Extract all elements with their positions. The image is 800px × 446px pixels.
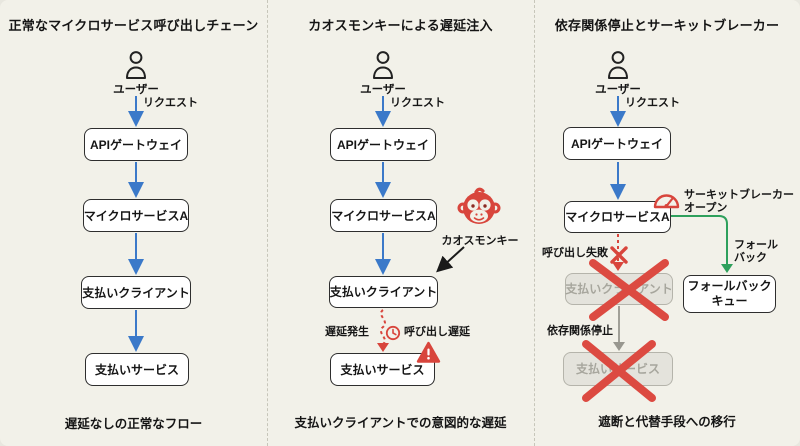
failed-call-arrow (610, 234, 628, 271)
fallback-label-line2: バック (734, 251, 767, 264)
request-label: リクエスト (625, 97, 680, 109)
chaos-attack-arrow (436, 246, 465, 273)
node-payment-service: 支払いサービス (85, 353, 189, 386)
user-icon (608, 51, 628, 79)
node-microservice-a: マイクロサービスA (564, 201, 671, 233)
fallback-queue-line1: フォールバック (687, 279, 772, 293)
panel3-caption: 遮断と代替手段への移行 (598, 415, 736, 429)
panel-divider (267, 0, 268, 446)
delay-occurs-label: 遅延発生 (325, 326, 369, 338)
node-payment-service-disabled: 支払いサービス (563, 352, 673, 386)
panel2-caption: 支払いクライアントでの意図的な遅延 (294, 416, 507, 430)
node-microservice-a: マイクロサービスA (83, 199, 189, 232)
node-api-gateway: APIゲートウェイ (330, 128, 436, 161)
clock-icon (385, 325, 401, 341)
dependency-stop-label: 依存関係停止 (547, 325, 613, 337)
node-api-gateway: APIゲートウェイ (84, 128, 188, 161)
request-label: リクエスト (390, 97, 445, 109)
call-fail-label: 呼び出し失敗 (542, 247, 608, 259)
fallback-arrow (671, 215, 733, 273)
user-icon (126, 51, 146, 79)
circuit-breaker-label-line1: サーキットブレーカー (684, 189, 794, 201)
user-label: ユーザー (113, 84, 159, 96)
chaos-monkey-label: カオスモンキー (441, 235, 519, 247)
user-icon (373, 51, 393, 79)
panel1-title: 正常なマイクロサービス呼び出しチェーン (8, 18, 259, 33)
circuit-breaker-label-line2: オープン (684, 201, 728, 214)
chaos-monkey-icon (457, 187, 501, 224)
small-x-icon (610, 246, 628, 264)
panel-divider (534, 0, 535, 446)
node-fallback-queue: フォールバック キュー (683, 275, 776, 313)
user-label: ユーザー (595, 84, 641, 96)
node-payment-client-disabled: 支払いクライアント (565, 273, 673, 305)
panel3-title: 依存関係停止とサーキットブレーカー (554, 18, 780, 33)
node-payment-client: 支払いクライアント (329, 276, 438, 308)
node-api-gateway: APIゲートウェイ (563, 127, 671, 160)
panel2-title: カオスモンキーによる遅延注入 (308, 18, 493, 33)
call-delay-label: 呼び出し遅延 (404, 326, 470, 338)
fallback-label-line1: フォール (734, 239, 778, 251)
warning-icon (416, 341, 441, 363)
node-payment-client: 支払いクライアント (81, 276, 191, 309)
fallback-queue-line2: キュー (711, 294, 748, 308)
panel1-caption: 遅延なしの正常なフロー (64, 417, 203, 431)
node-payment-service: 支払いサービス (330, 353, 435, 386)
fallback-label: フォール バック (734, 239, 778, 264)
user-label: ユーザー (360, 84, 406, 96)
circuit-breaker-gauge-icon (653, 194, 680, 209)
node-microservice-a: マイクロサービスA (330, 199, 437, 232)
circuit-breaker-label: サーキットブレーカー オープン (684, 189, 794, 214)
request-label: リクエスト (143, 97, 198, 109)
dependency-stop-arrow (613, 306, 625, 351)
